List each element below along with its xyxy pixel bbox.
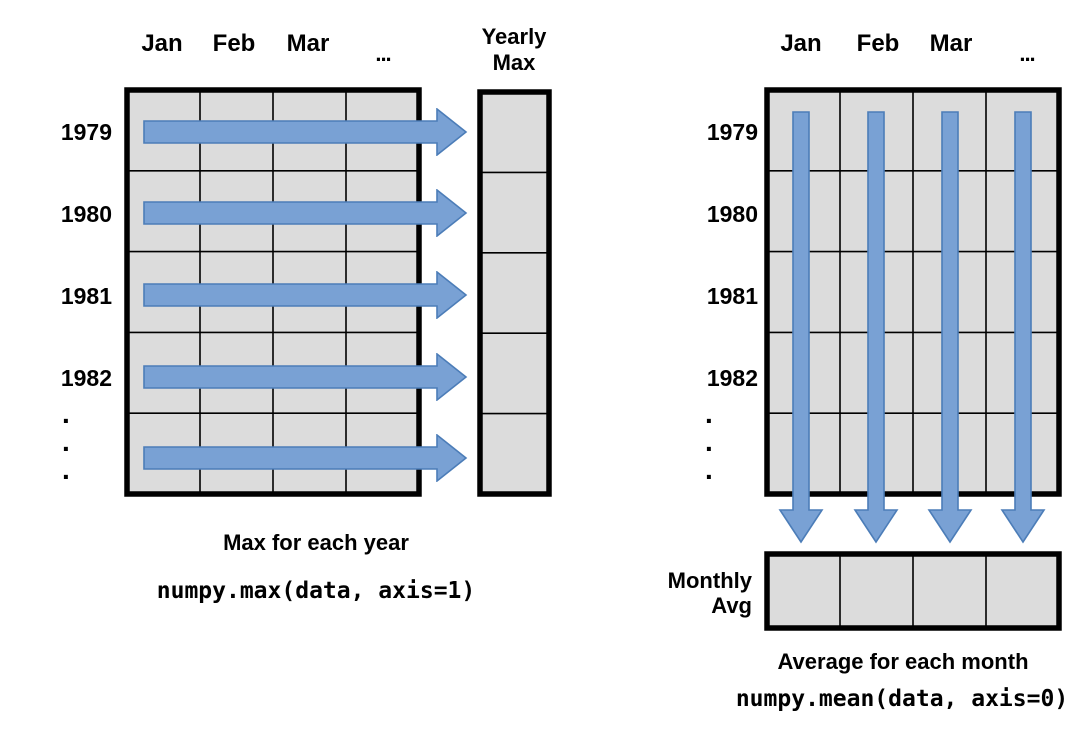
month-header-jan: Jan	[141, 30, 183, 57]
right-arrow-icon	[143, 189, 468, 237]
right-caption: Average for each month	[777, 649, 1029, 674]
down-arrow-icon	[1000, 111, 1046, 544]
right-arrow-icon	[143, 271, 468, 319]
left-code-label: numpy.max(data, axis=1)	[156, 578, 476, 604]
yearly-max-header-line2: Max	[492, 50, 536, 75]
year-label-1982: 1982	[60, 365, 112, 391]
monthly-avg-label-line2: Avg	[711, 593, 752, 618]
month-header-mar: Mar	[286, 30, 330, 57]
year-label-1980: 1980	[706, 201, 758, 227]
month-header-feb: Feb	[856, 30, 900, 57]
yearly-max-header-line1: Yearly	[481, 24, 547, 49]
year-ellipsis-dots: . . .	[62, 398, 70, 485]
yearly-max-column	[477, 89, 552, 497]
monthly-avg-label-line1: Monthly	[667, 568, 752, 593]
right-arrow-icon	[143, 108, 468, 156]
year-label-1979: 1979	[60, 119, 112, 145]
right-code-label: numpy.mean(data, axis=0)	[735, 686, 1069, 712]
right-arrow-icon	[143, 353, 468, 401]
year-label-1981: 1981	[706, 283, 758, 309]
monthly-avg-label: Monthly Avg	[600, 568, 752, 618]
down-arrow-icon	[778, 111, 824, 544]
month-header-jan: Jan	[780, 30, 822, 57]
right-arrow-icon	[143, 434, 468, 482]
monthly-avg-row	[764, 551, 1062, 631]
year-ellipsis-dots: . . .	[705, 398, 713, 485]
yearly-max-header: Yearly Max	[454, 24, 574, 76]
down-arrow-icon	[927, 111, 973, 544]
year-label-1979: 1979	[706, 119, 758, 145]
year-label-1981: 1981	[60, 283, 112, 309]
year-month-grid	[764, 87, 1062, 497]
month-header-ellipsis: ...	[375, 41, 391, 66]
month-header-feb: Feb	[212, 30, 256, 57]
left-caption: Max for each year	[223, 530, 409, 555]
year-label-1982: 1982	[706, 365, 758, 391]
month-header-ellipsis: ...	[1019, 41, 1035, 66]
month-header-mar: Mar	[929, 30, 973, 57]
down-arrow-icon	[853, 111, 899, 544]
year-label-1980: 1980	[60, 201, 112, 227]
